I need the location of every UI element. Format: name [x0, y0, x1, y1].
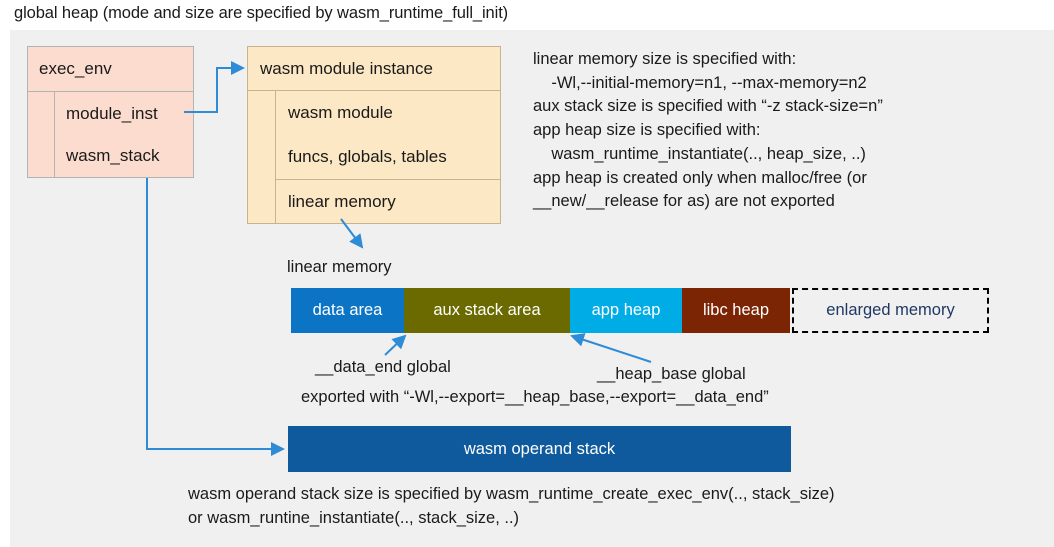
exec-env-group: exec_env module_inst wasm_stack: [27, 46, 194, 178]
module-field-funcs-globals-tables: funcs, globals, tables: [275, 135, 500, 180]
page-title: global heap (mode and size are specified…: [14, 4, 509, 22]
heap-base-global-label: __heap_base global: [597, 365, 746, 383]
data-end-global-label: __data_end global: [315, 358, 451, 376]
module-field-linear-memory: linear memory: [275, 180, 500, 224]
operand-stack-notes: wasm operand stack size is specified by …: [188, 485, 835, 527]
memory-segment-libc-heap: libc heap: [682, 288, 790, 333]
memory-segment-app-heap: app heap: [570, 288, 682, 333]
exported-globals-label: exported with “-Wl,--export=__heap_base,…: [301, 388, 769, 406]
wasm-module-instance-header: wasm module instance: [248, 47, 500, 91]
linear-memory-label: linear memory: [287, 258, 392, 276]
memory-segment-aux-stack-area: aux stack area: [404, 288, 570, 333]
memory-segment-enlarged-memory: enlarged memory: [792, 288, 989, 333]
memory-segment-data-area: data area: [291, 288, 404, 333]
exec-env-field-module-inst: module_inst: [54, 92, 193, 136]
module-field-wasm-module: wasm module: [275, 91, 500, 136]
linear-memory-notes: linear memory size is specified with: -W…: [533, 50, 883, 211]
exec-env-field-wasm-stack: wasm_stack: [54, 135, 193, 178]
wasm-operand-stack-box: wasm operand stack: [288, 426, 791, 472]
wasm-module-instance-group: wasm module instance wasm module funcs, …: [247, 46, 501, 224]
exec-env-header: exec_env: [28, 47, 193, 92]
